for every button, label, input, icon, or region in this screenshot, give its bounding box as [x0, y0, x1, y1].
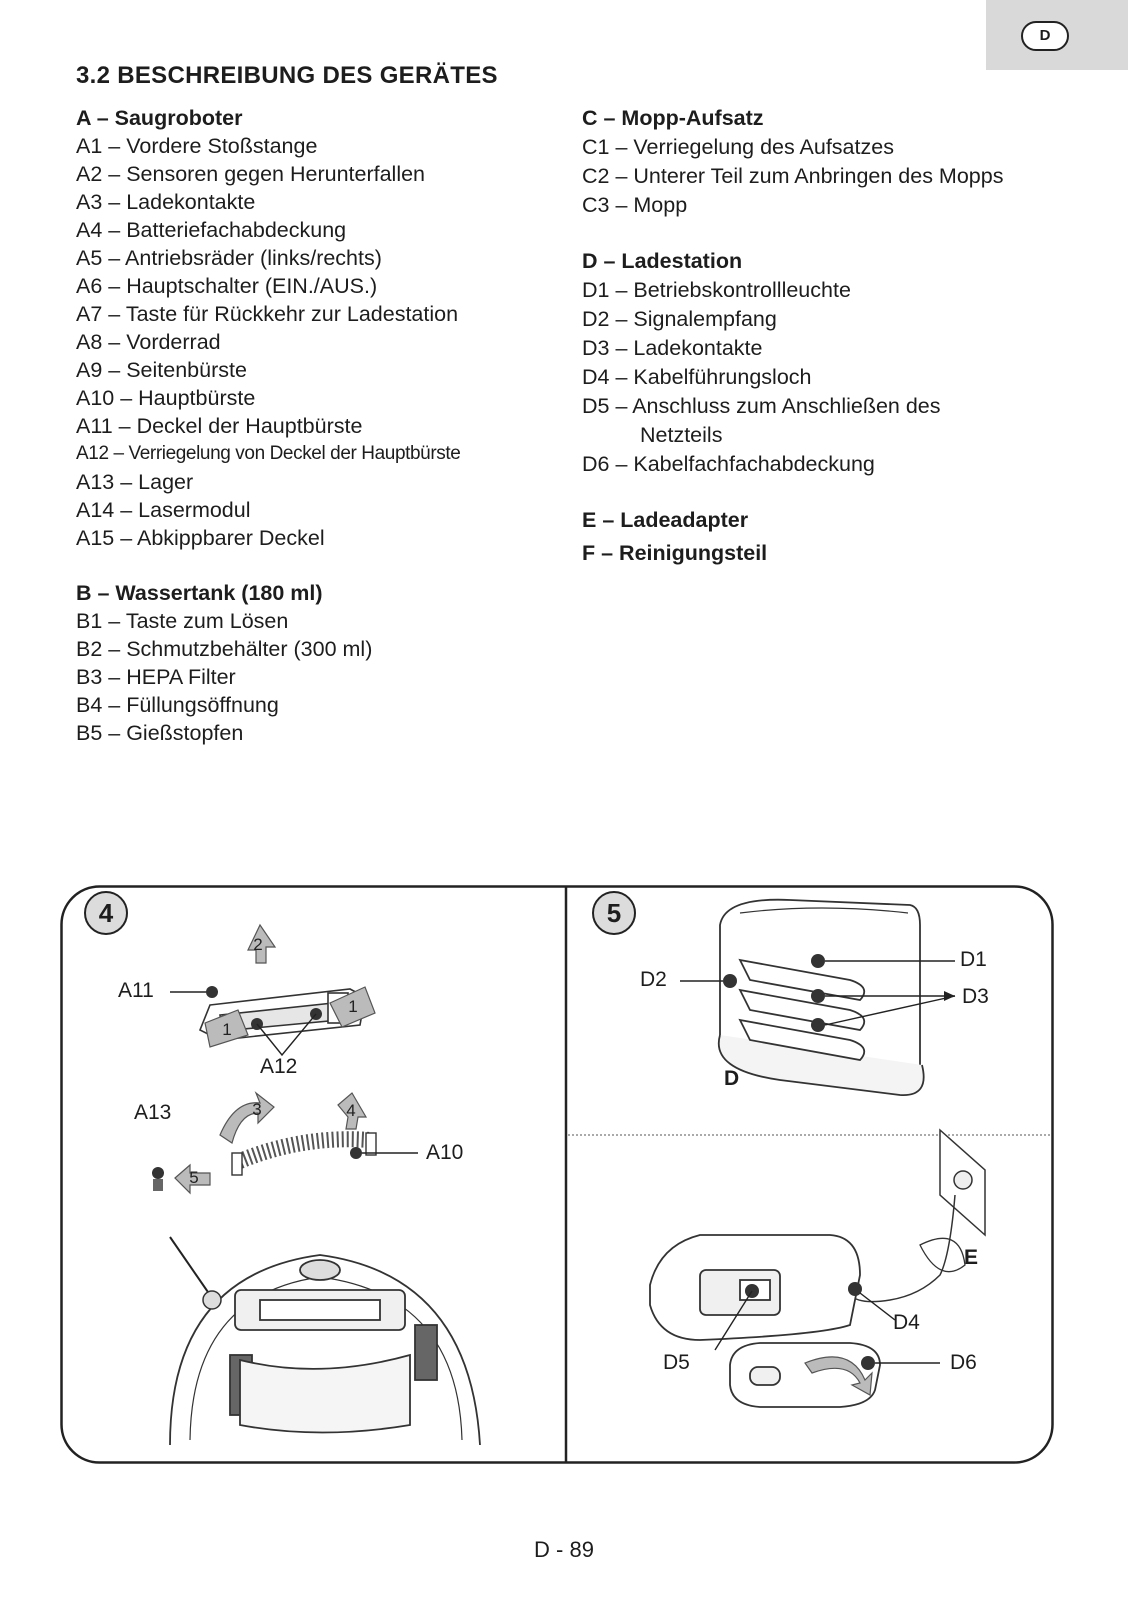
group-title: F – Reinigungsteil: [582, 541, 768, 565]
callout-dot-d3-bottom: [811, 1018, 825, 1032]
step-label-1a: 1: [222, 1020, 232, 1039]
list-item: A13 – Lager: [76, 470, 194, 494]
list-item: A11 – Deckel der Hauptbürste: [76, 414, 363, 438]
label-a10: A10: [426, 1141, 464, 1164]
list-item: D4 – Kabelführungsloch: [582, 365, 812, 389]
label-a11: A11: [118, 979, 154, 1002]
language-tab: D: [986, 0, 1128, 70]
page-number: D - 89: [534, 1537, 594, 1562]
arrow-step-5: [174, 1163, 211, 1195]
list-item: A7 – Taste für Rückkehr zur Ladestation: [76, 302, 459, 326]
callout-dot-a10: [350, 1147, 362, 1159]
list-item: A8 – Vorderrad: [76, 330, 221, 354]
label-a13: A13: [134, 1101, 172, 1124]
list-item: A10 – Hauptbürste: [76, 386, 256, 410]
list-item: D5 – Anschluss zum Anschließen des: [582, 394, 941, 418]
list-item: C3 – Mopp: [582, 193, 688, 217]
charging-station: [717, 898, 925, 1096]
list-item: D1 – Betriebskontrollleuchte: [582, 278, 851, 302]
arrow-remove-cover: [804, 1356, 873, 1396]
panel-number-4: 4: [84, 891, 128, 935]
callout-dot-a11: [206, 986, 218, 998]
group-title: E – Ladeadapter: [582, 508, 749, 532]
label-d6: D6: [950, 1351, 977, 1374]
main-brush: [231, 1131, 377, 1176]
language-badge: D: [1021, 21, 1069, 51]
step-label-4: 4: [346, 1101, 356, 1120]
group-e: E – Ladeadapter: [582, 506, 1082, 535]
callout-dot-a13: [152, 1167, 164, 1179]
step-label-3: 3: [252, 1100, 262, 1119]
group-c: C – Mopp-Aufsatz C1 – Verriegelung des A…: [582, 104, 1082, 220]
section-title: 3.2 BESCHREIBUNG DES GERÄTES: [76, 62, 498, 89]
robot-underside: [169, 1254, 481, 1446]
arrow-step-2: [247, 923, 277, 964]
arrow-step-3: [219, 1091, 275, 1144]
group-title: B – Wassertank (180 ml): [76, 581, 323, 605]
bearing-part: [153, 1179, 163, 1191]
label-d3: D3: [962, 985, 989, 1008]
list-item: B4 – Füllungsöffnung: [76, 693, 279, 717]
list-item: A12 – Verriegelung von Deckel der Hauptb…: [76, 443, 461, 464]
step-label-1b: 1: [348, 997, 358, 1016]
list-item: D3 – Ladekontakte: [582, 336, 763, 360]
side-brush-hub: [202, 1290, 222, 1310]
label-a12: A12: [260, 1055, 298, 1078]
illustration-drawing: [60, 885, 1054, 1464]
list-item: A2 – Sensoren gegen Herunterfallen: [76, 162, 426, 186]
list-item: C1 – Verriegelung des Aufsatzes: [582, 135, 894, 159]
group-title: A – Saugroboter: [76, 106, 243, 130]
label-d2: D2: [640, 968, 667, 991]
list-item: Netzteils: [640, 423, 723, 447]
arrow-step-1a: [204, 1009, 249, 1048]
list-item: A1 – Vordere Stoßstange: [76, 134, 318, 158]
list-item: D6 – Kabelfachfachabdeckung: [582, 452, 875, 476]
list-item: B3 – HEPA Filter: [76, 665, 236, 689]
left-column: A – Saugroboter A1 – Vordere Stoßstange …: [76, 104, 566, 774]
callout-dot-d3-top: [811, 989, 825, 1003]
list-item: A14 – Lasermodul: [76, 498, 251, 522]
panel-number-5: 5: [592, 891, 636, 935]
callout-dot-d6: [861, 1356, 875, 1370]
list-item: A9 – Seitenbürste: [76, 358, 247, 382]
callout-dot-d4: [848, 1282, 862, 1296]
label-e: E: [964, 1246, 979, 1269]
list-item: A6 – Hauptschalter (EIN./AUS.): [76, 274, 378, 298]
side-brush-bristle: [169, 1236, 211, 1296]
step-label-5: 5: [189, 1168, 199, 1187]
list-item: B1 – Taste zum Lösen: [76, 609, 289, 633]
list-item: C2 – Unterer Teil zum Anbringen des Mopp…: [582, 164, 1004, 188]
label-d: D: [724, 1067, 740, 1090]
label-d1: D1: [960, 948, 987, 971]
arrow-step-1b: [329, 986, 376, 1028]
list-item: D2 – Signalempfang: [582, 307, 777, 331]
callout-dot-d1: [811, 954, 825, 968]
callout-dot-d2: [723, 974, 737, 988]
list-item: A5 – Antriebsräder (links/rechts): [76, 246, 382, 270]
group-a: A – Saugroboter A1 – Vordere Stoßstange …: [76, 104, 566, 552]
list-item: B2 – Schmutzbehälter (300 ml): [76, 637, 373, 661]
list-item: A4 – Batteriefachabdeckung: [76, 218, 347, 242]
wall-socket: [939, 1128, 986, 1237]
step-label-2: 2: [253, 935, 263, 954]
label-d4: D4: [893, 1311, 920, 1334]
group-f: F – Reinigungsteil: [582, 539, 1082, 568]
list-item: A15 – Abkippbarer Deckel: [76, 526, 325, 550]
right-column: C – Mopp-Aufsatz C1 – Verriegelung des A…: [582, 104, 1082, 595]
group-b: B – Wassertank (180 ml) B1 – Taste zum L…: [76, 579, 566, 747]
list-item: A3 – Ladekontakte: [76, 190, 256, 214]
group-title: D – Ladestation: [582, 249, 743, 273]
illustration-figure: 4 5 A11 A12 A13 A10 2 1 1 3 4 5 D1 D2 D3…: [60, 885, 1054, 1464]
group-title: C – Mopp-Aufsatz: [582, 106, 764, 130]
arrow-step-4: [337, 1092, 368, 1130]
label-d5: D5: [663, 1351, 690, 1374]
group-d: D – Ladestation D1 – Betriebskontrollleu…: [582, 247, 1082, 479]
list-item: B5 – Gießstopfen: [76, 721, 244, 745]
